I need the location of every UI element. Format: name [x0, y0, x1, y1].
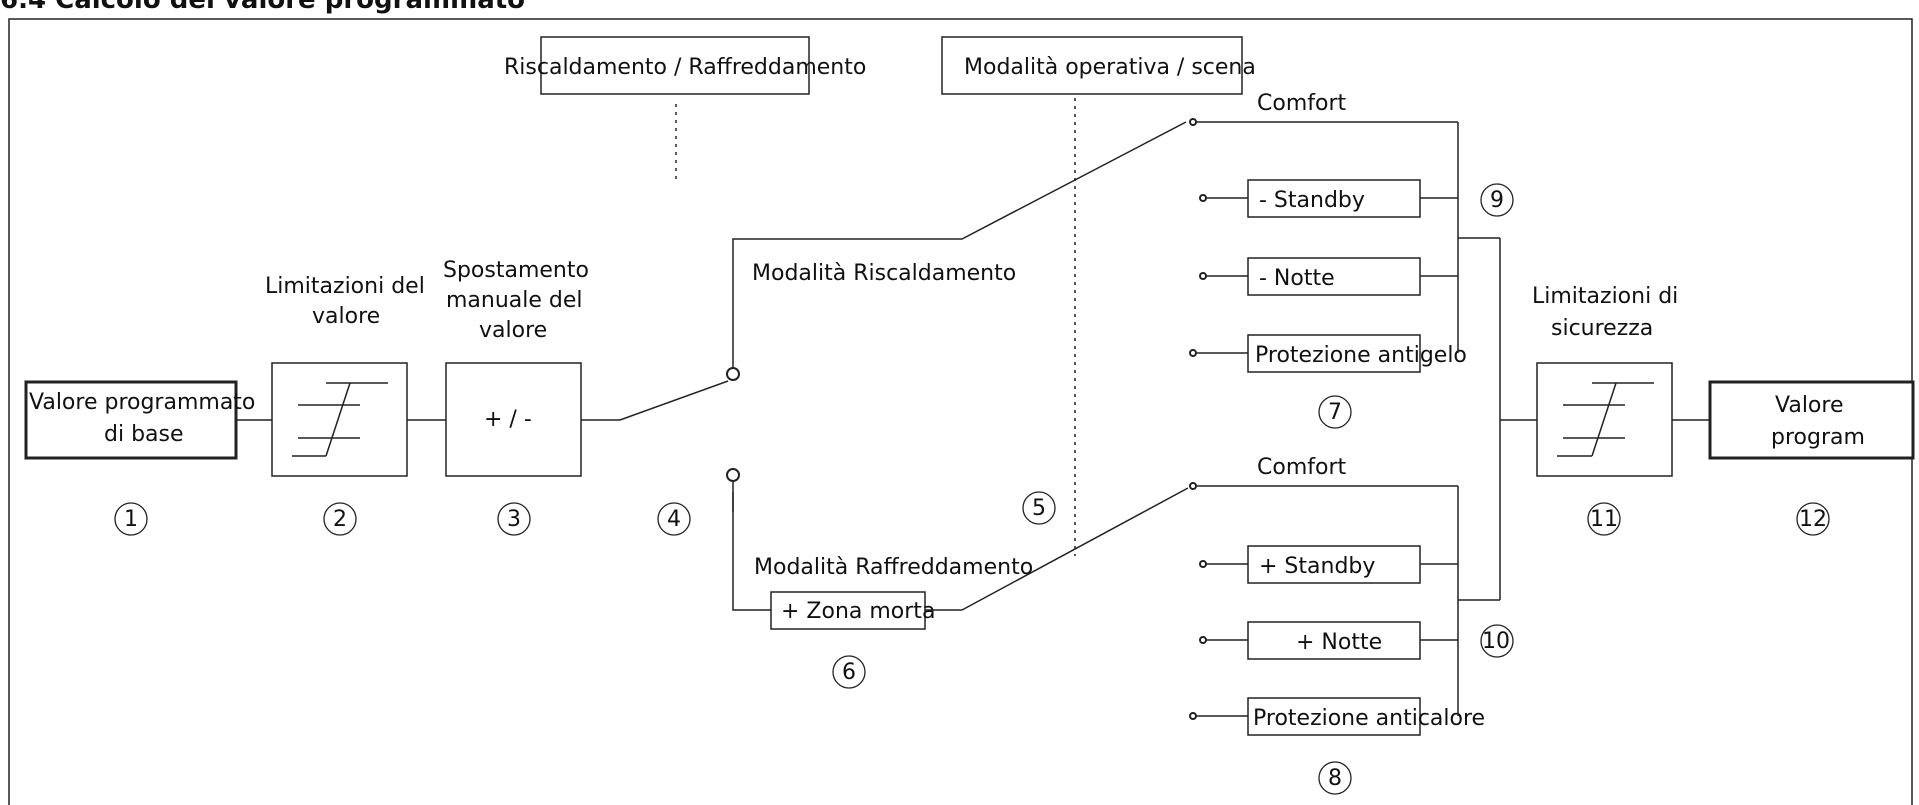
standby-cooling-contact-icon: [1199, 560, 1207, 568]
operating-mode-text: Modalità operativa / scena: [964, 55, 1256, 80]
cooling-contact-icon: [726, 468, 740, 482]
heat-cool-switch-blade: [619, 380, 729, 421]
svg-text:1: 1: [124, 507, 138, 532]
frost-protection-contact-icon: [1189, 349, 1197, 357]
standby-heating-contact-icon: [1199, 194, 1207, 202]
setpoint-output-box: [1708, 380, 1915, 460]
night-cooling-box: [1247, 621, 1421, 660]
svg-text:10: 10: [1482, 629, 1510, 654]
cooling-mode-path: [732, 492, 771, 611]
heating-cooling-label: Riscaldamento / Raffreddamento: [504, 36, 866, 95]
cooling-switch-blade: [961, 487, 1189, 611]
cooling-mode-label: Modalità Raffreddamento: [754, 555, 1033, 580]
marker-6: 6: [832, 655, 866, 689]
setpoint-output-line2: program: [1771, 425, 1865, 450]
limiter-symbol-icon: [292, 382, 388, 457]
manual-shift-title-line3: valore: [479, 318, 547, 343]
svg-text:4: 4: [667, 507, 681, 532]
heating-mode-path: [732, 121, 1187, 335]
svg-text:5: 5: [1032, 496, 1046, 521]
night-heating-box: [1247, 257, 1421, 296]
operating-mode-label: Modalità operativa / scena: [941, 36, 1256, 95]
heat-protection-label: Protezione anticalore: [1253, 706, 1485, 731]
standby-heating-label: - Standby: [1259, 188, 1365, 213]
comfort-heating-contact-icon: [1189, 118, 1197, 126]
value-limitation-title-line2: valore: [312, 304, 380, 329]
manual-shift-title-line1: Spostamento: [443, 258, 589, 283]
section-heading: 6.4 Calcolo del valore programmato: [0, 0, 525, 15]
marker-9: 9: [1480, 183, 1514, 217]
svg-text:8: 8: [1328, 766, 1342, 791]
standby-cooling-label: + Standby: [1259, 554, 1375, 579]
night-heating-contact-icon: [1199, 272, 1207, 280]
svg-text:12: 12: [1799, 507, 1827, 532]
marker-2: 2: [323, 502, 357, 536]
manual-shift-title-line2: manuale del: [446, 288, 583, 313]
marker-7: 7: [1318, 395, 1352, 429]
marker-8: 8: [1318, 761, 1352, 795]
comfort-cooling-contact-icon: [1189, 482, 1197, 490]
operating-mode-box: [941, 36, 1243, 95]
svg-text:3: 3: [507, 507, 521, 532]
heating-cooling-box: [540, 36, 810, 95]
svg-text:7: 7: [1328, 400, 1342, 425]
frost-protection-label: Protezione antigelo: [1255, 343, 1467, 368]
marker-5: 5: [1022, 491, 1056, 525]
heating-cooling-text: Riscaldamento / Raffreddamento: [504, 55, 866, 80]
marker-1: 1: [114, 502, 148, 536]
safety-limitation-title-line2: sicurezza: [1551, 316, 1653, 341]
comfort-heating-label: Comfort: [1257, 91, 1347, 116]
marker-10: 10: [1480, 624, 1514, 658]
base-setpoint-box: [24, 380, 238, 460]
value-limitation-box: [271, 362, 408, 477]
setpoint-output-line1: Valore: [1775, 393, 1844, 418]
marker-3: 3: [497, 502, 531, 536]
night-heating-label: - Notte: [1259, 266, 1335, 291]
night-cooling-label: + Notte: [1296, 630, 1382, 655]
svg-text:6: 6: [842, 660, 856, 685]
marker-11: 11: [1587, 502, 1621, 536]
dead-zone-box: [770, 591, 926, 630]
svg-text:2: 2: [333, 507, 347, 532]
heating-mode-label: Modalità Riscaldamento: [752, 261, 1016, 286]
base-setpoint-line2: di base: [104, 422, 184, 447]
svg-text:11: 11: [1590, 507, 1618, 532]
heating-contact-icon: [726, 367, 740, 381]
frost-protection-box: [1247, 334, 1421, 373]
night-cooling-contact-icon: [1199, 636, 1207, 644]
safety-limitation-title-line1: Limitazioni di: [1532, 284, 1678, 309]
marker-4: 4: [657, 502, 691, 536]
comfort-cooling-label: Comfort: [1257, 455, 1347, 480]
manual-shift-symbol: + / -: [484, 407, 532, 432]
heat-protection-contact-icon: [1189, 712, 1197, 720]
standby-heating-box: [1247, 179, 1421, 218]
value-limitation-title-line1: Limitazioni del: [265, 274, 425, 299]
base-setpoint-line1: Valore programmato: [29, 390, 255, 415]
marker-12: 12: [1796, 502, 1830, 536]
svg-text:9: 9: [1490, 188, 1504, 213]
heat-protection-box: [1247, 697, 1421, 736]
dead-zone-label: + Zona morta: [781, 599, 935, 624]
limiter-symbol-icon: [1557, 382, 1654, 457]
